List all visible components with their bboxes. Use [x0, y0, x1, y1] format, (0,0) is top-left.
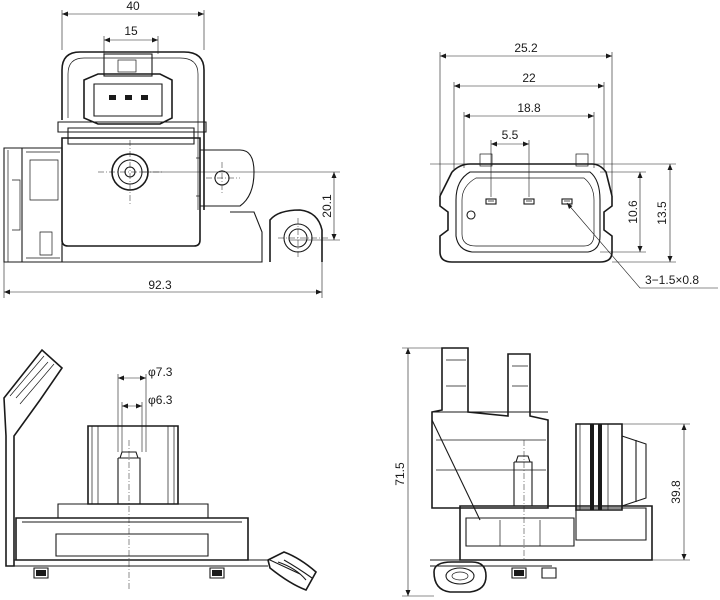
- dim-25-2: 25.2: [514, 41, 538, 55]
- dim-15: 15: [124, 24, 138, 38]
- dim-18-8: 18.8: [517, 101, 541, 115]
- dim-phi-6-3: φ6.3: [148, 393, 173, 407]
- dim-10-6: 10.6: [626, 200, 640, 224]
- front-view: φ7.3 φ6.3: [3, 348, 318, 591]
- top-view: 40 15 20.1 92.3: [3, 0, 340, 298]
- pins-callout: 3−1.5×0.8: [645, 273, 699, 287]
- dim-13-5: 13.5: [655, 201, 669, 225]
- dim-22: 22: [522, 71, 536, 85]
- dim-92-3: 92.3: [148, 278, 172, 292]
- dim-39-8: 39.8: [669, 480, 683, 504]
- end-view: 25.2 22 18.8 5.5 10.6 13.5 3−1.5×0.8: [430, 41, 718, 289]
- dim-phi-7-3: φ7.3: [148, 365, 173, 379]
- dim-40: 40: [126, 0, 140, 13]
- dim-20-1: 20.1: [320, 194, 334, 218]
- dim-71-5: 71.5: [393, 462, 407, 486]
- dim-5-5: 5.5: [502, 128, 519, 142]
- side-view: 71.5 39.8: [393, 347, 690, 597]
